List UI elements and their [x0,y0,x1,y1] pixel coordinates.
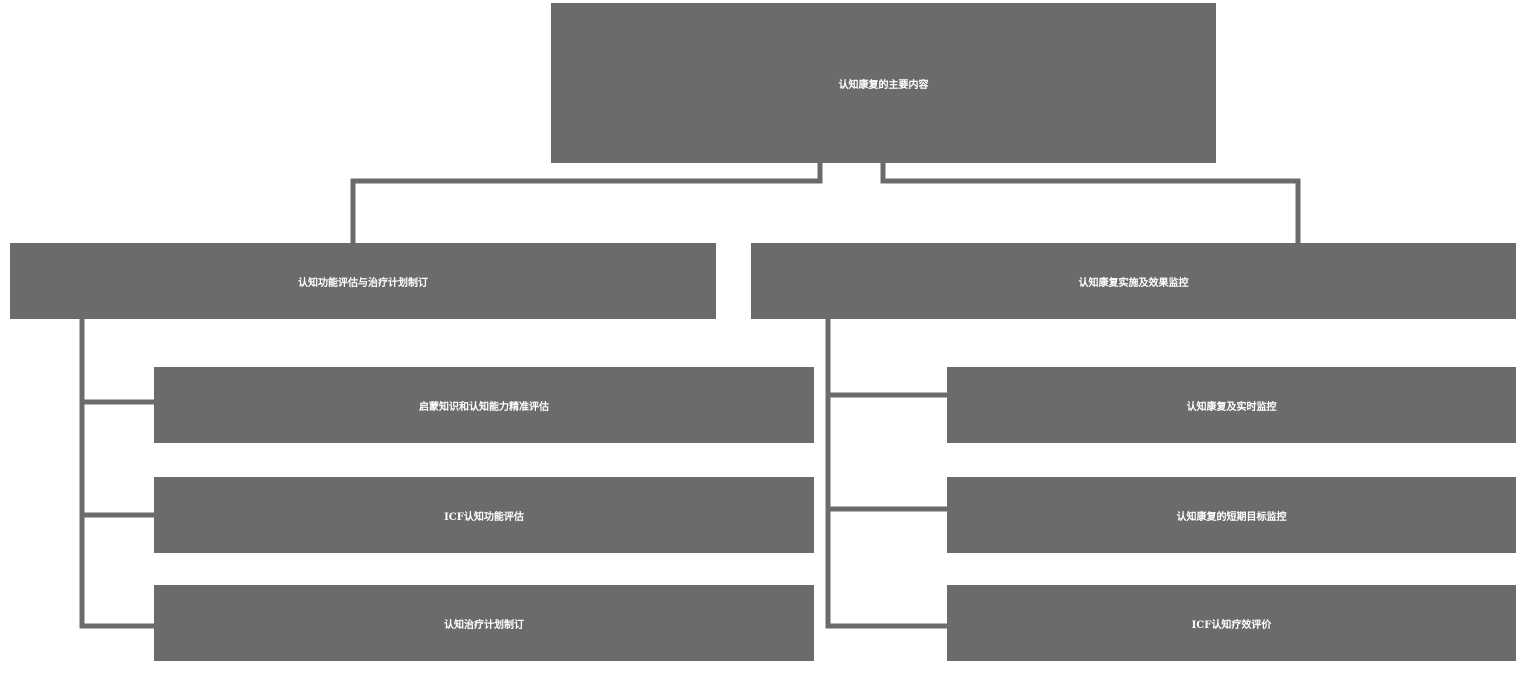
leaf-node-left-3: 认知治疗计划制订 [154,585,814,661]
leaf-node-right-2: 认知康复的短期目标监控 [947,477,1516,553]
branch-node-assessment: 认知功能评估与治疗计划制订 [10,243,716,319]
connector-right-trunk [825,316,950,629]
connector-root-left [350,160,823,246]
leaf-node-left-2: ICF认知功能评估 [154,477,814,553]
leaf-node-right-1: 认知康复及实时监控 [947,367,1516,443]
leaf-node-left-1: 启蒙知识和认知能力精准评估 [154,367,814,443]
connector-left-trunk [79,316,157,629]
root-node: 认知康复的主要内容 [551,3,1216,163]
branch-node-implementation: 认知康复实施及效果监控 [751,243,1516,319]
leaf-node-right-3: ICF认知疗效评价 [947,585,1516,661]
connector-root-right [880,160,1301,246]
